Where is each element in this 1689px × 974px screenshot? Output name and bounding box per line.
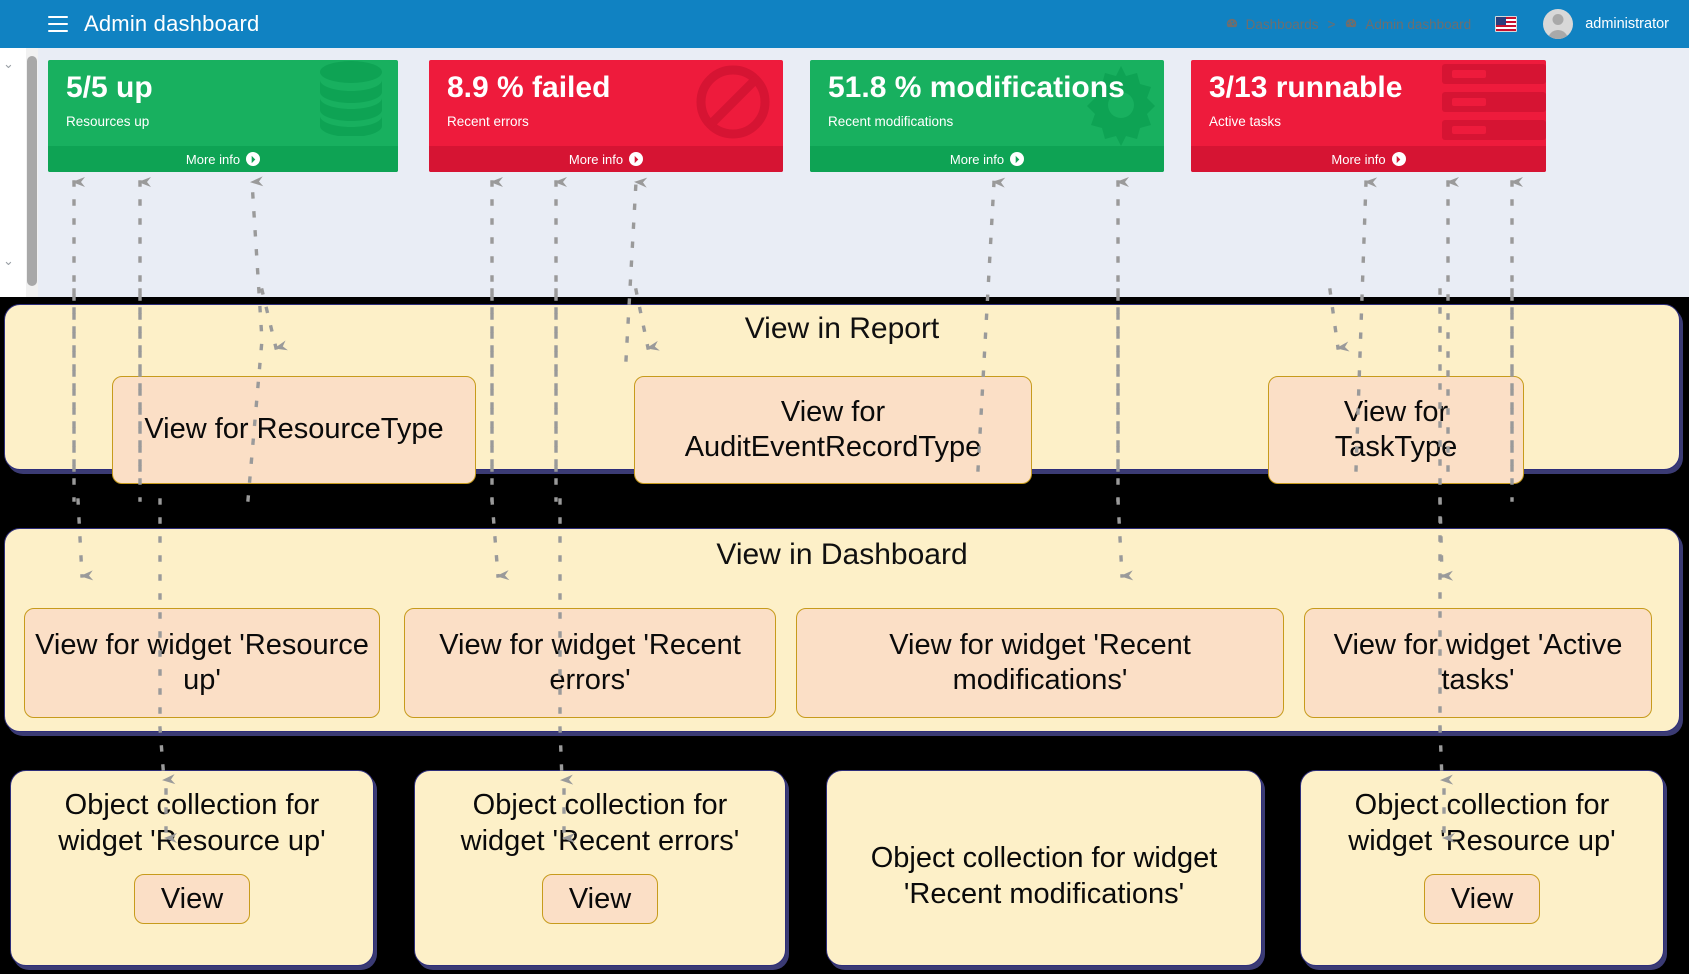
node-label: View for widget 'Recent modifications' xyxy=(889,628,1191,696)
scrollbar-thumb[interactable] xyxy=(27,56,37,286)
more-info-link[interactable]: More info xyxy=(1191,146,1546,172)
gear-icon xyxy=(1078,60,1164,151)
node-view-for-widget-resource-up[interactable]: View for widget 'Resource up' xyxy=(24,608,380,718)
application-screenshot: Admin dashboard Dashboards > Admin dashb… xyxy=(0,0,1689,297)
dashboard-icon xyxy=(1225,17,1239,31)
arrow-right-icon xyxy=(246,152,261,166)
widget-card-recent-errors[interactable]: 8.9 % failed Recent errors More info xyxy=(429,60,783,172)
widget-label: Recent errors xyxy=(447,113,529,129)
breadcrumb-root[interactable]: Dashboards xyxy=(1245,16,1319,32)
group-title-view-in-dashboard: View in Dashboard xyxy=(716,538,968,571)
view-button[interactable]: View xyxy=(1423,873,1541,924)
collection-label: Object collection for widget'Recent modi… xyxy=(870,841,1218,910)
node-view-for-widget-recent-errors[interactable]: View for widget 'Recent errors' xyxy=(404,608,776,718)
arrow-right-icon xyxy=(629,152,644,166)
dashboard-icon xyxy=(1344,17,1358,31)
more-info-label: More info xyxy=(949,151,1005,167)
widget-card-recent-modifications[interactable]: 51.8 % modifications Recent modification… xyxy=(810,60,1164,172)
node-view-for-auditeventrecordtype[interactable]: View for AuditEventRecordType xyxy=(634,376,1032,484)
node-view-for-widget-recent-modifications[interactable]: View for widget 'Recent modifications' xyxy=(796,608,1284,718)
view-button[interactable]: View xyxy=(541,873,659,924)
view-button[interactable]: View xyxy=(133,873,251,924)
node-label: View for TaskType xyxy=(1334,395,1458,463)
more-info-link[interactable]: More info xyxy=(429,146,783,172)
widget-value: 3/13 runnable xyxy=(1209,71,1403,104)
widget-card-active-tasks[interactable]: 3/13 runnable Active tasks More info xyxy=(1191,60,1546,172)
page-title: Admin dashboard xyxy=(84,11,260,36)
arrow-right-icon xyxy=(1391,152,1406,166)
hamburger-menu-icon[interactable] xyxy=(48,16,68,32)
arrow-right-icon xyxy=(1010,152,1025,166)
node-view-for-resourcetype[interactable]: View for ResourceType xyxy=(112,376,476,484)
widget-value: 5/5 up xyxy=(66,71,153,104)
more-info-label: More info xyxy=(568,151,624,167)
widget-card-resources-up[interactable]: 5/5 up Resources up More info xyxy=(48,60,398,172)
widget-label: Resources up xyxy=(66,113,150,129)
node-view-for-tasktype[interactable]: View for TaskType xyxy=(1268,376,1524,484)
left-rail: ⌄ ⌄ xyxy=(0,48,26,297)
avatar[interactable] xyxy=(1543,9,1574,39)
more-info-label: More info xyxy=(185,151,241,167)
topbar-right-group: Dashboards > Admin dashboard administrat… xyxy=(1225,9,1689,39)
widget-label: Active tasks xyxy=(1209,113,1282,129)
node-label: View for ResourceType xyxy=(144,413,444,446)
node-view-for-widget-active-tasks[interactable]: View for widget 'Active tasks' xyxy=(1304,608,1652,718)
widget-value: 51.8 % modifications xyxy=(828,71,1125,104)
breadcrumb-separator: > xyxy=(1327,16,1336,32)
username-label[interactable]: administrator xyxy=(1585,16,1669,32)
chevron-down-icon[interactable]: ⌄ xyxy=(3,253,14,268)
task-list-icon xyxy=(1442,62,1546,153)
us-flag-icon[interactable] xyxy=(1495,16,1518,32)
breadcrumb: Dashboards > Admin dashboard xyxy=(1225,16,1472,32)
node-label: View for AuditEventRecordType xyxy=(684,395,982,463)
database-icon xyxy=(310,60,392,141)
more-info-label: More info xyxy=(1331,151,1386,167)
chevron-down-icon[interactable]: ⌄ xyxy=(3,56,14,71)
ban-icon xyxy=(693,62,773,147)
node-label: View for widget 'Recent errors' xyxy=(439,628,741,696)
group-title-view-in-report: View in Report xyxy=(744,312,940,345)
more-info-link[interactable]: More info xyxy=(810,146,1164,172)
node-label: View for widget 'Resource up' xyxy=(35,628,369,696)
widget-value: 8.9 % failed xyxy=(447,71,611,104)
breadcrumb-current[interactable]: Admin dashboard xyxy=(1365,16,1472,32)
dashboard-widgets: 5/5 up Resources up More info xyxy=(0,48,1689,297)
collection-box-recent-modifications[interactable]: Object collection for widget'Recent modi… xyxy=(826,770,1262,966)
node-label: View for widget 'Active tasks' xyxy=(1333,628,1623,696)
top-navigation-bar: Admin dashboard Dashboards > Admin dashb… xyxy=(0,0,1689,48)
widget-label: Recent modifications xyxy=(828,113,954,129)
more-info-link[interactable]: More info xyxy=(48,146,398,172)
